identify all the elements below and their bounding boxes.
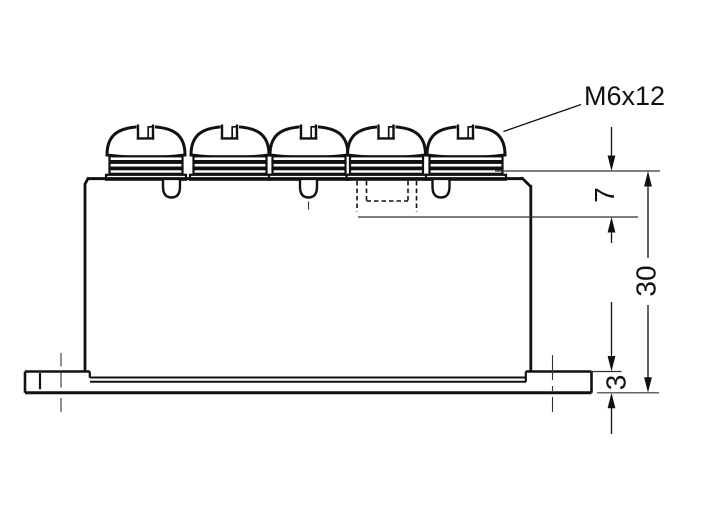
dim-7-label: 7: [589, 187, 620, 203]
clamp-tab-1: [161, 177, 182, 199]
screw-head-4: [345, 120, 428, 182]
arrow-up-icon: [607, 392, 616, 409]
callout-label: M6x12: [584, 81, 665, 111]
callout-m6x12: M6x12: [503, 81, 665, 133]
dim-3-label: 3: [600, 375, 631, 391]
dim-30-label: 30: [630, 265, 661, 296]
screw-head-3: [267, 120, 351, 182]
arrow-down-icon: [644, 377, 652, 393]
screw-head-1: [104, 120, 188, 182]
arrow-down-icon: [607, 356, 616, 372]
base-flange: [23, 370, 593, 395]
arrow-up-icon: [607, 217, 616, 233]
clamp-tab-2: [298, 177, 319, 199]
dimension-7: 7: [358, 127, 660, 243]
dimension-30: 30: [630, 171, 661, 393]
dimension-3: 3: [592, 302, 659, 434]
screw-head-5: [424, 120, 508, 182]
screw-head-2: [188, 120, 272, 182]
terminal-body: [83, 176, 533, 373]
clamp-tab-3: [431, 177, 451, 199]
centerlines: [60, 201, 554, 412]
leader-line: [503, 103, 582, 133]
body-chamfer-right: [520, 176, 532, 188]
screw-heads: [104, 120, 508, 182]
arrow-down-icon: [607, 155, 616, 171]
arrow-up-icon: [644, 171, 652, 187]
hidden-slot: [356, 181, 418, 212]
body-chamfer-left: [83, 176, 90, 186]
clamp-tabs: [161, 177, 451, 199]
